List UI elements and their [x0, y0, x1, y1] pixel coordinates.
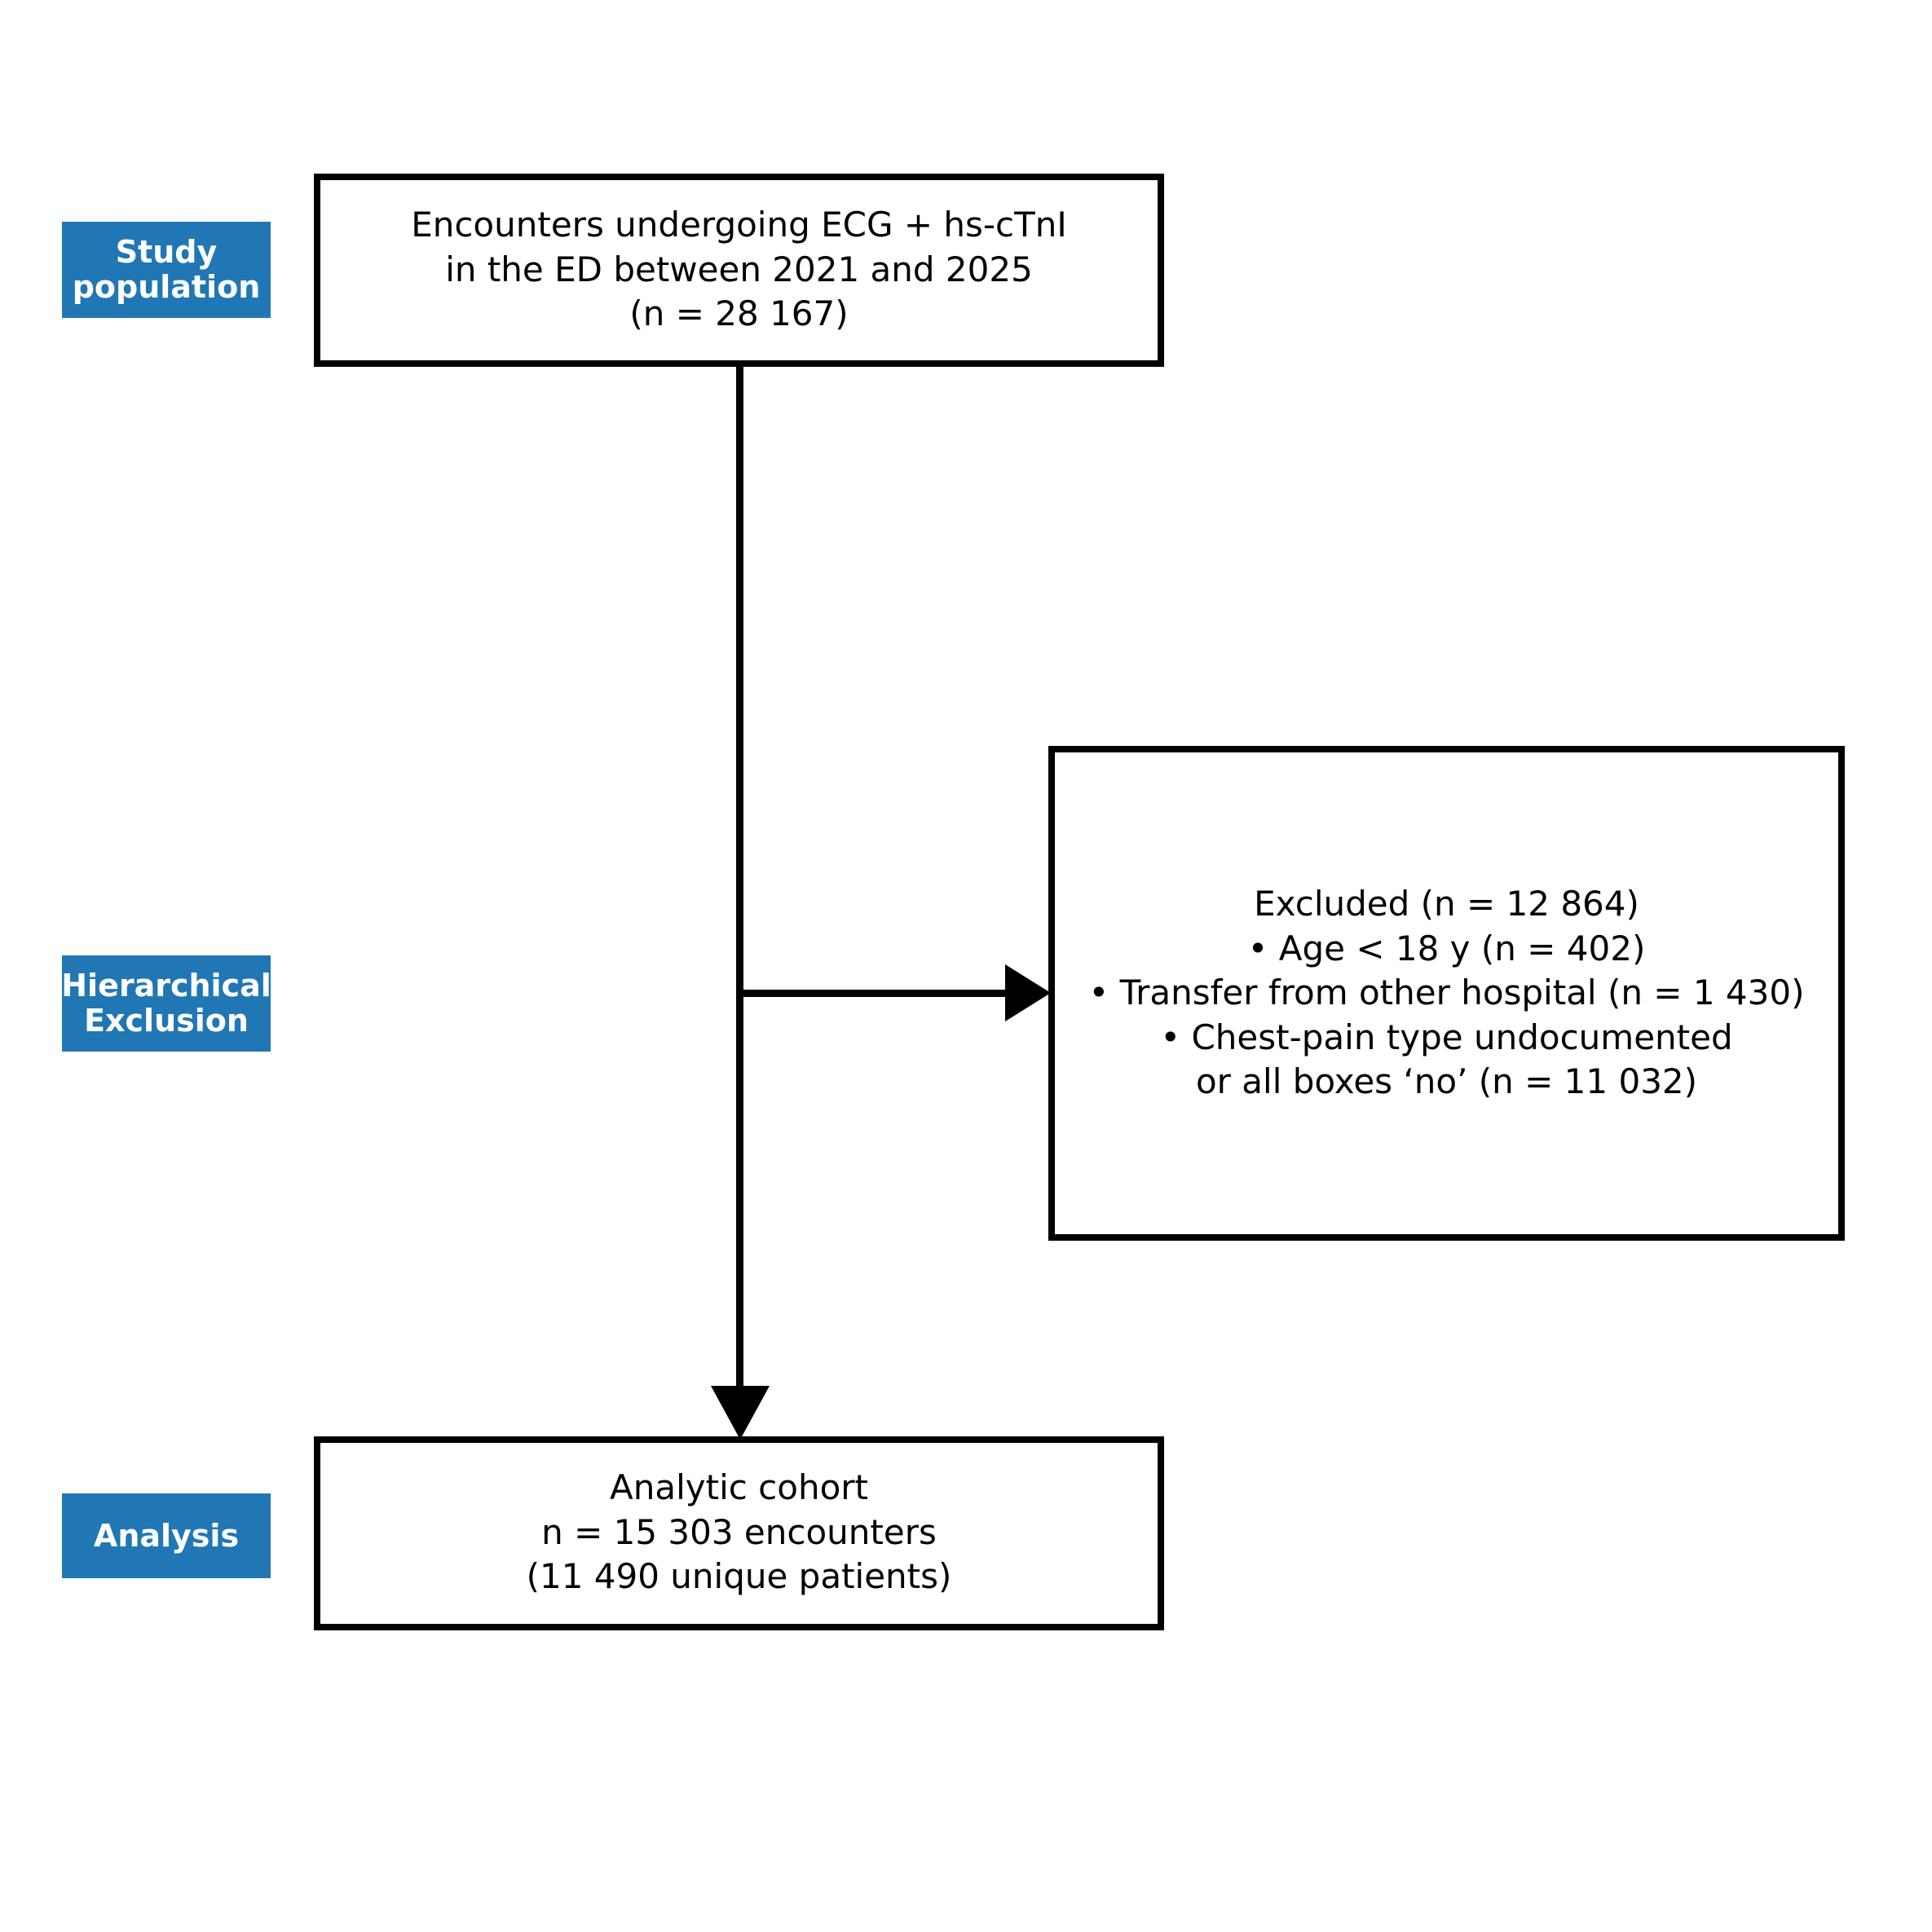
- excluded-reason-line: • Transfer from other hospital (n = 1 43…: [1088, 973, 1805, 1013]
- stage-label-line: Analysis: [93, 1517, 240, 1554]
- stage-label-study-population: Study population: [62, 222, 271, 318]
- box-text-line: (11 490 unique patients): [526, 1556, 952, 1597]
- arrowhead-down-icon: [711, 1386, 770, 1440]
- analytic-cohort-text: Analytic cohort n = 15 303 encounters (1…: [320, 1443, 1158, 1599]
- excluded-box: Excluded (n = 12 864) • Age < 18 y (n = …: [1048, 746, 1845, 1241]
- source-population-text: Encounters undergoing ECG + hs-cTnI in t…: [320, 180, 1158, 337]
- excluded-reason-line: • Age < 18 y (n = 402): [1247, 928, 1646, 968]
- stage-label-line: Study: [115, 234, 218, 271]
- box-text-line: Analytic cohort: [609, 1467, 869, 1507]
- connector-horizontal-branch-to-excluded: [736, 990, 1005, 997]
- source-population-box: Encounters undergoing ECG + hs-cTnI in t…: [314, 174, 1164, 367]
- stage-label-line: Hierarchical: [61, 968, 271, 1004]
- arrowhead-right-icon: [1005, 964, 1051, 1021]
- box-text-line: in the ED between 2021 and 2025: [445, 249, 1033, 289]
- box-text-line: n = 15 303 encounters: [541, 1511, 937, 1552]
- stage-label-analysis: Analysis: [62, 1493, 271, 1578]
- stage-label-line: population: [72, 269, 261, 305]
- connector-vertical-spine: [736, 367, 743, 1388]
- excluded-total-line: Excluded (n = 12 864): [1254, 884, 1639, 924]
- stage-label-hierarchical-exclusion: Hierarchical Exclusion: [61, 955, 271, 1052]
- analytic-cohort-box: Analytic cohort n = 15 303 encounters (1…: [314, 1436, 1164, 1630]
- box-text-line: (n = 28 167): [629, 293, 849, 334]
- stage-label-line: Exclusion: [84, 1003, 249, 1039]
- excluded-text: Excluded (n = 12 864) • Age < 18 y (n = …: [1055, 882, 1838, 1105]
- excluded-reason-line: • Chest-pain type undocumented: [1160, 1017, 1733, 1057]
- box-text-line: Encounters undergoing ECG + hs-cTnI: [411, 205, 1067, 245]
- excluded-reason-line: or all boxes ‘no’ (n = 11 032): [1195, 1061, 1698, 1102]
